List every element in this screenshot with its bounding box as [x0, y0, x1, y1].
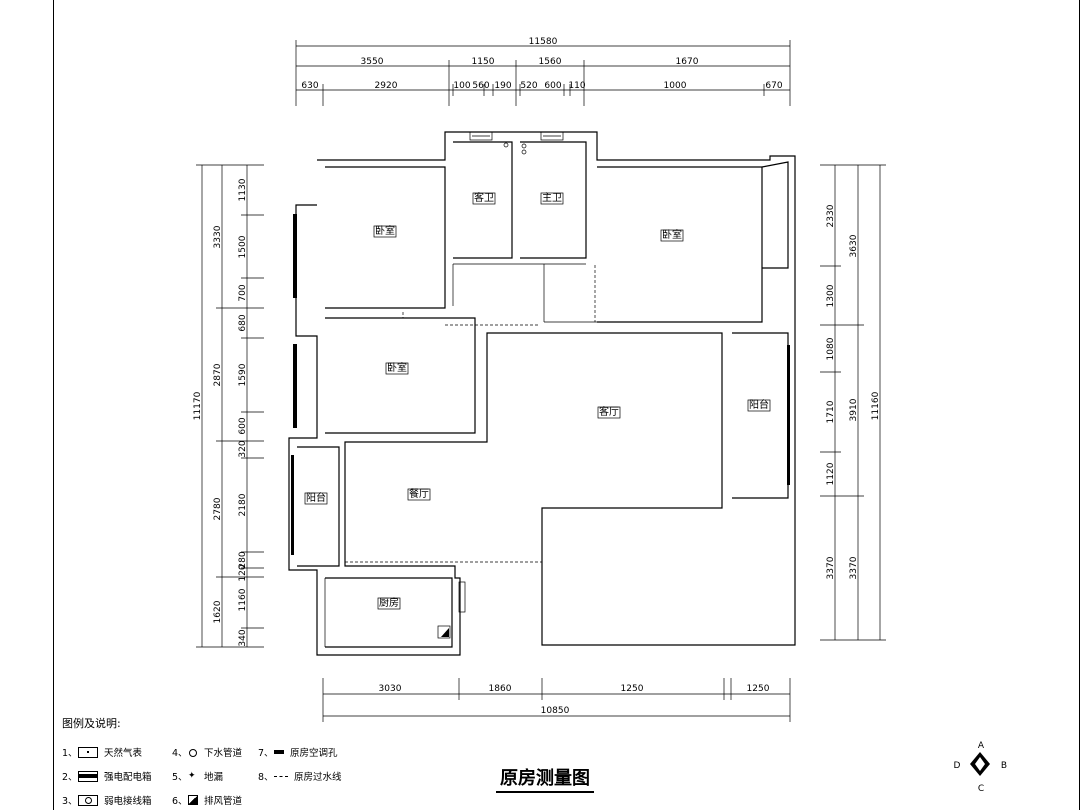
- compass-d: D: [954, 761, 961, 771]
- dim-right-outer: 3630: [849, 234, 859, 257]
- dim-top-row2: 3550: [361, 57, 384, 67]
- dim-top-row3: 2920: [375, 81, 398, 91]
- dim-left-inner: 280: [238, 551, 248, 568]
- dim-left-inner: 600: [238, 417, 248, 434]
- dim-top-row3: 100: [453, 81, 470, 91]
- room-label-kitchen: 厨房: [379, 596, 399, 609]
- dim-bottom: 1250: [747, 684, 770, 694]
- dim-left-inner: 340: [238, 629, 248, 646]
- water-line-icon: [274, 772, 288, 781]
- dim-left-outer: 2870: [213, 363, 223, 386]
- room-label-guest-bath: 客卫: [474, 191, 494, 204]
- dim-right-inner: 1120: [826, 462, 836, 485]
- dim-top-row3: 600: [544, 81, 561, 91]
- legend-item-water-line: 8、 原房过水线: [258, 772, 342, 783]
- compass-b: B: [1001, 761, 1007, 771]
- dim-right-inner: 2330: [826, 204, 836, 227]
- room-label-bedroom: 卧室: [387, 361, 407, 374]
- bottom-dimensions: 3030 1860 1250 1250 10850: [322, 678, 791, 722]
- legend-item-ac-hole: 7、 原房空调孔: [258, 748, 338, 759]
- dim-left-inner: 2180: [238, 493, 248, 516]
- room-label-balcony: 阳台: [749, 398, 769, 411]
- dim-top-row2: 1150: [472, 57, 495, 67]
- dim-left-outer: 1620: [213, 600, 223, 623]
- dim-left-inner: 1130: [238, 178, 248, 201]
- drain-pipe-icon: [188, 748, 198, 757]
- left-dimensions: 11170 3330 2870 2780 1620 1130 1500 700 …: [193, 164, 264, 648]
- legend-item-drain-pipe: 4、 下水管道: [172, 748, 243, 759]
- dim-right-inner: 1300: [826, 284, 836, 307]
- low-voltage-box-icon: [78, 794, 98, 806]
- dim-left-outer: 3330: [213, 225, 223, 248]
- dim-left-inner: 680: [238, 314, 248, 331]
- gas-meter-icon: [78, 746, 98, 758]
- room-label-dining: 餐厅: [409, 487, 429, 500]
- room-label-master-bath: 主卫: [542, 192, 562, 204]
- legend-item-exhaust-duct: 6、 排风管道: [172, 795, 243, 807]
- floor-drain-icon: ✦: [188, 770, 196, 781]
- dim-top-row3: 560: [472, 81, 489, 91]
- dim-top-total: 11580: [529, 37, 558, 47]
- dim-top-row3: 520: [520, 81, 537, 91]
- dim-right-outer: 3910: [849, 398, 859, 421]
- dim-left-outer: 2780: [213, 497, 223, 520]
- legend-item-floor-drain: 5、 ✦ 地漏: [172, 770, 224, 783]
- legend-item-power-box: 2、 强电配电箱: [62, 770, 152, 783]
- legend-item-low-voltage-box: 3、 弱电接线箱: [62, 794, 152, 807]
- compass-c: C: [978, 784, 984, 794]
- power-box-icon: [78, 770, 98, 782]
- dim-right-inner: 1080: [826, 337, 836, 360]
- dim-left-total: 11170: [193, 391, 203, 420]
- dim-right-outer: 3370: [849, 556, 859, 579]
- dim-left-inner: 320: [238, 440, 248, 457]
- right-dimensions: 2330 1300 1080 1710 1120 3370 3630 3910 …: [820, 164, 886, 641]
- room-label-living: 客厅: [599, 405, 619, 418]
- dim-left-inner: 1500: [238, 235, 248, 258]
- dim-left-inner: 1160: [238, 588, 248, 611]
- dim-top-row2: 1560: [539, 57, 562, 67]
- dim-top-row3: 1000: [664, 81, 687, 91]
- dim-bottom: 1250: [621, 684, 644, 694]
- dim-bottom-total: 10850: [541, 706, 570, 716]
- dim-bottom: 3030: [379, 684, 402, 694]
- compass-a: A: [978, 741, 985, 751]
- dim-left-inner: 120: [238, 564, 248, 581]
- room-label-bedroom: 卧室: [662, 228, 682, 241]
- dim-top-row3: 670: [765, 81, 782, 91]
- dim-left-inner: 1590: [238, 363, 248, 386]
- legend-item-gas-meter: 1、 天然气表: [62, 746, 143, 759]
- drawing-title: 原房测量图: [496, 764, 594, 793]
- dim-right-inner: 3370: [826, 556, 836, 579]
- dim-right-total: 11160: [871, 391, 881, 420]
- room-labels: 卧室 客卫 主卫 卧室 卧室 客厅 阳台 餐厅 阳台 厨房: [304, 191, 771, 610]
- ac-hole-icon: [274, 748, 284, 757]
- legend-title: 图例及说明:: [62, 717, 121, 730]
- walls: [288, 131, 796, 656]
- dim-top-row2: 1670: [676, 57, 699, 67]
- dim-left-inner: 700: [238, 284, 248, 301]
- dim-bottom: 1860: [489, 684, 512, 694]
- exhaust-duct-icon: [188, 795, 198, 805]
- room-label-bedroom: 卧室: [375, 224, 395, 237]
- dim-top-row3: 110: [568, 81, 585, 91]
- top-dimensions: 11580 3550 1150 1560 1670 630 2920 100 5…: [295, 37, 791, 106]
- dim-top-row3: 630: [301, 81, 318, 91]
- room-label-balcony: 阳台: [306, 491, 326, 504]
- compass: A B C D: [954, 741, 1008, 794]
- dim-right-inner: 1710: [826, 400, 836, 423]
- dim-top-row3: 190: [494, 81, 511, 91]
